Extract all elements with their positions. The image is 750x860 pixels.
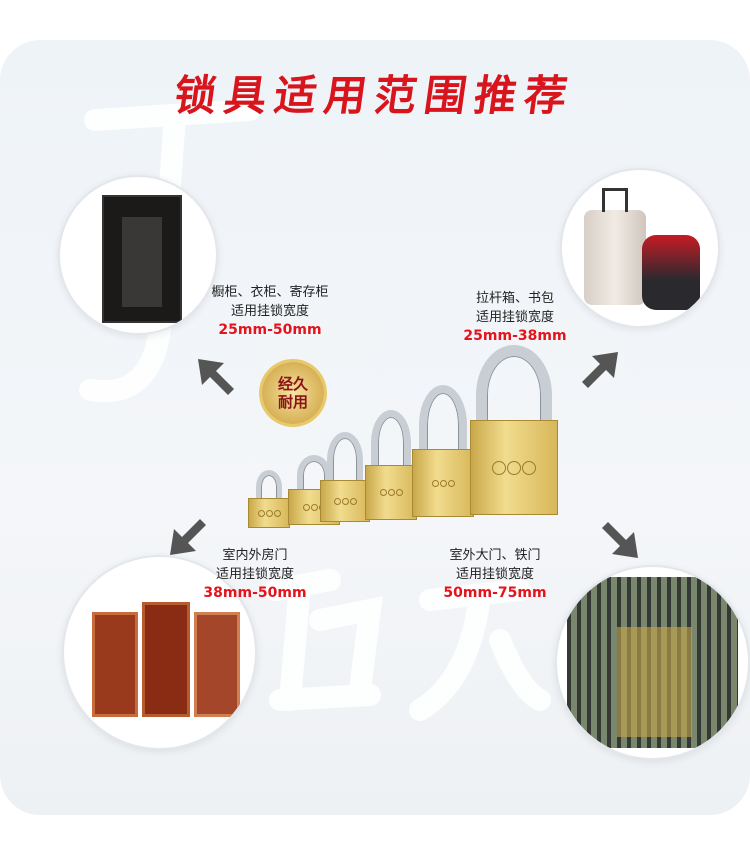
logo-icon	[379, 489, 403, 496]
arrow-up-right-icon	[582, 352, 618, 388]
logo-icon	[257, 509, 281, 517]
logo-icon	[333, 497, 357, 505]
scenario-name: 室内外房门	[222, 548, 288, 563]
caption-luggage: 拉杆箱、书包 适用挂锁宽度 25mm-38mm	[445, 289, 585, 346]
caption-doors: 室内外房门 适用挂锁宽度 38mm-50mm	[185, 546, 325, 603]
wardrobe-image	[58, 175, 218, 335]
scenario-name: 橱柜、衣柜、寄存柜	[211, 285, 329, 300]
logo-icon	[492, 460, 536, 475]
padlock-50mm	[365, 410, 417, 520]
badge-line2: 耐用	[277, 393, 308, 411]
logo-icon	[431, 479, 455, 487]
scenario-label: 适用挂锁宽度	[475, 310, 554, 325]
page-title: 锁具适用范围推荐	[171, 71, 579, 120]
iron-gate-image	[555, 565, 750, 760]
scenario-range: 25mm-38mm	[463, 328, 567, 344]
arrow-down-right-icon	[602, 522, 638, 558]
scenario-label: 适用挂锁宽度	[455, 567, 534, 582]
scenario-name: 室外大门、铁门	[449, 548, 541, 563]
padlock-63mm	[412, 385, 474, 517]
scenario-range: 50mm-75mm	[443, 585, 547, 601]
luggage-image	[560, 168, 720, 328]
padlock-25mm	[248, 470, 290, 528]
padlock-38mm	[320, 432, 370, 522]
scenario-range: 38mm-50mm	[203, 585, 307, 601]
arrow-down-left-icon	[170, 519, 206, 555]
doors-image	[62, 555, 257, 750]
scenario-label: 适用挂锁宽度	[230, 304, 309, 319]
padlock-75mm	[470, 345, 558, 515]
scenario-label: 适用挂锁宽度	[215, 567, 294, 582]
caption-wardrobe: 橱柜、衣柜、寄存柜 适用挂锁宽度 25mm-50mm	[190, 283, 350, 340]
durable-badge: 经久 耐用	[262, 362, 324, 424]
badge-line1: 经久	[277, 375, 308, 393]
arrow-up-left-icon	[198, 359, 234, 395]
scenario-name: 拉杆箱、书包	[475, 291, 554, 306]
caption-gate: 室外大门、铁门 适用挂锁宽度 50mm-75mm	[425, 546, 565, 603]
scenario-range: 25mm-50mm	[218, 322, 322, 338]
